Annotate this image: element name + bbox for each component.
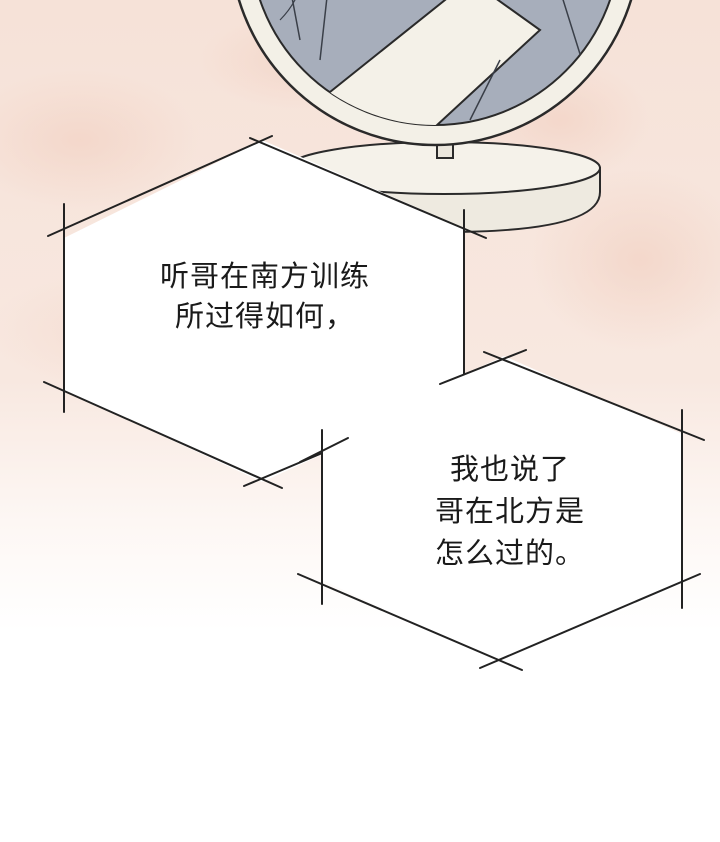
dialogue-line: 所过得如何， bbox=[174, 299, 355, 333]
speech-bubble-1 bbox=[43, 135, 487, 489]
speech-bubble-1-text: 听哥在南方训练 所过得如何， bbox=[100, 256, 430, 336]
dialogue-line: 怎么过的。 bbox=[434, 536, 585, 570]
dialogue-line: 我也说了 bbox=[449, 452, 570, 486]
dialogue-line: 哥在北方是 bbox=[434, 494, 585, 528]
speech-bubble-2-text: 我也说了 哥在北方是 怎么过的。 bbox=[360, 448, 660, 574]
speech-bubble-2 bbox=[297, 349, 705, 671]
dialogue-line: 听哥在南方训练 bbox=[159, 259, 370, 293]
round-mirror bbox=[237, 0, 633, 147]
